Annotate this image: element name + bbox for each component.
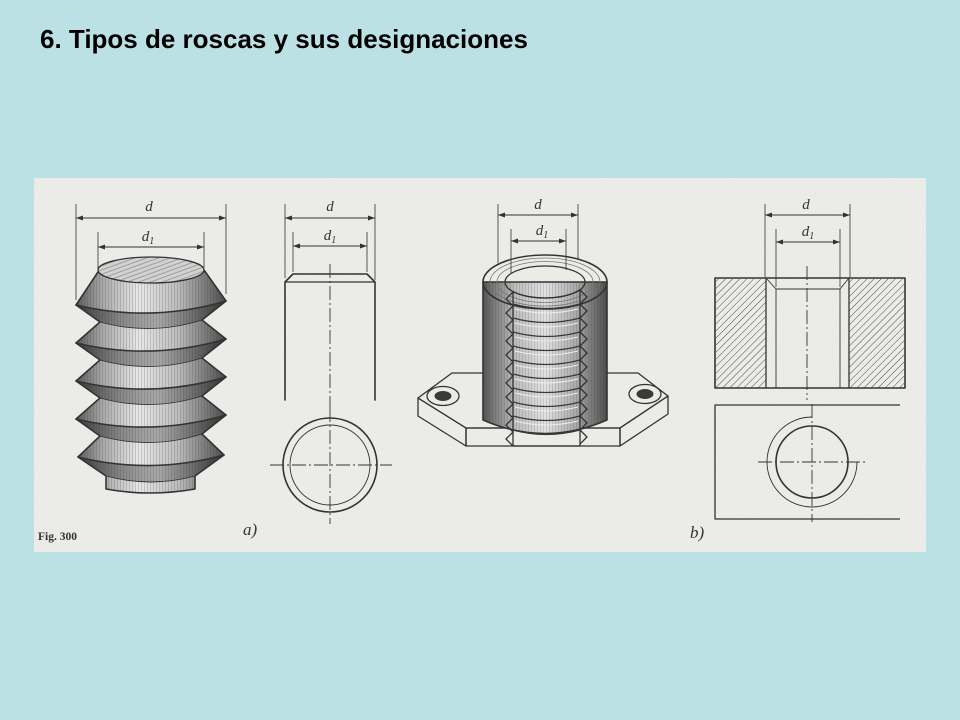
internal-thread-ridges bbox=[512, 303, 581, 436]
dim-label-d1: d1 bbox=[536, 223, 549, 241]
view-internal-thread-2d: d d1 bbox=[714, 197, 906, 522]
internal-thread-highlights bbox=[514, 308, 579, 426]
dimension-d: d bbox=[75, 199, 227, 300]
cutaway-bore bbox=[512, 289, 581, 447]
bore-chamfer bbox=[765, 277, 850, 290]
dim-subscript: 1 bbox=[809, 231, 814, 242]
right-bolt-hole bbox=[636, 389, 654, 399]
dimension-d1: d1 bbox=[97, 229, 205, 270]
dim-label-d: d bbox=[802, 197, 810, 213]
dimension-d1: d1 bbox=[292, 228, 368, 272]
part-label-a: a) bbox=[243, 520, 258, 539]
dimension-d: d bbox=[284, 199, 376, 280]
dim-symbol: d bbox=[536, 223, 544, 239]
dim-label-d1: d1 bbox=[324, 228, 337, 246]
dim-label-d: d bbox=[326, 199, 334, 215]
section-hatch-left bbox=[716, 279, 766, 388]
dim-subscript: 1 bbox=[149, 236, 154, 247]
view-external-thread-2d: d d1 bbox=[270, 199, 392, 524]
dim-label-d: d bbox=[534, 197, 542, 213]
dim-label-d1: d1 bbox=[802, 224, 815, 242]
thread-crests bbox=[75, 300, 227, 467]
section-hatch-right bbox=[849, 279, 904, 388]
end-view-major-arc bbox=[766, 416, 858, 508]
dim-subscript: 1 bbox=[331, 235, 336, 246]
part-label-b: b) bbox=[690, 523, 705, 542]
slide-title: 6. Tipos de roscas y sus designaciones bbox=[40, 24, 528, 54]
section-outline bbox=[714, 277, 906, 389]
dim-label-d: d bbox=[145, 199, 153, 215]
figure-caption: Fig. 300 bbox=[38, 531, 77, 543]
cut-wall-right-teeth bbox=[579, 289, 588, 445]
dimension-d1: d1 bbox=[510, 223, 567, 273]
thread-roots bbox=[99, 319, 203, 483]
left-bolt-boss bbox=[426, 385, 460, 407]
dimension-d1: d1 bbox=[775, 224, 841, 287]
screw-hatching bbox=[76, 270, 226, 493]
end-view-plate bbox=[714, 404, 900, 520]
dim-symbol: d bbox=[324, 228, 332, 244]
tube-ring-groove bbox=[496, 261, 594, 303]
screw-top-hatch bbox=[98, 257, 204, 283]
cut-wall-left-teeth bbox=[505, 291, 514, 447]
right-bolt-boss bbox=[628, 383, 662, 405]
dimension-d: d bbox=[497, 197, 579, 263]
technical-drawing: d d1 d d1 bbox=[34, 178, 926, 552]
plate-right-face bbox=[619, 395, 669, 447]
view-internal-thread-3d: d d1 bbox=[417, 197, 669, 447]
dimension-d: d bbox=[764, 197, 851, 277]
dim-label-d1: d1 bbox=[142, 229, 155, 247]
dim-symbol: d bbox=[802, 224, 810, 240]
dim-symbol: d bbox=[142, 229, 150, 245]
tube-ring-groove bbox=[489, 257, 601, 307]
dim-subscript: 1 bbox=[543, 230, 548, 241]
view-external-thread-3d: d d1 bbox=[75, 199, 227, 494]
left-bolt-hole bbox=[434, 391, 452, 401]
